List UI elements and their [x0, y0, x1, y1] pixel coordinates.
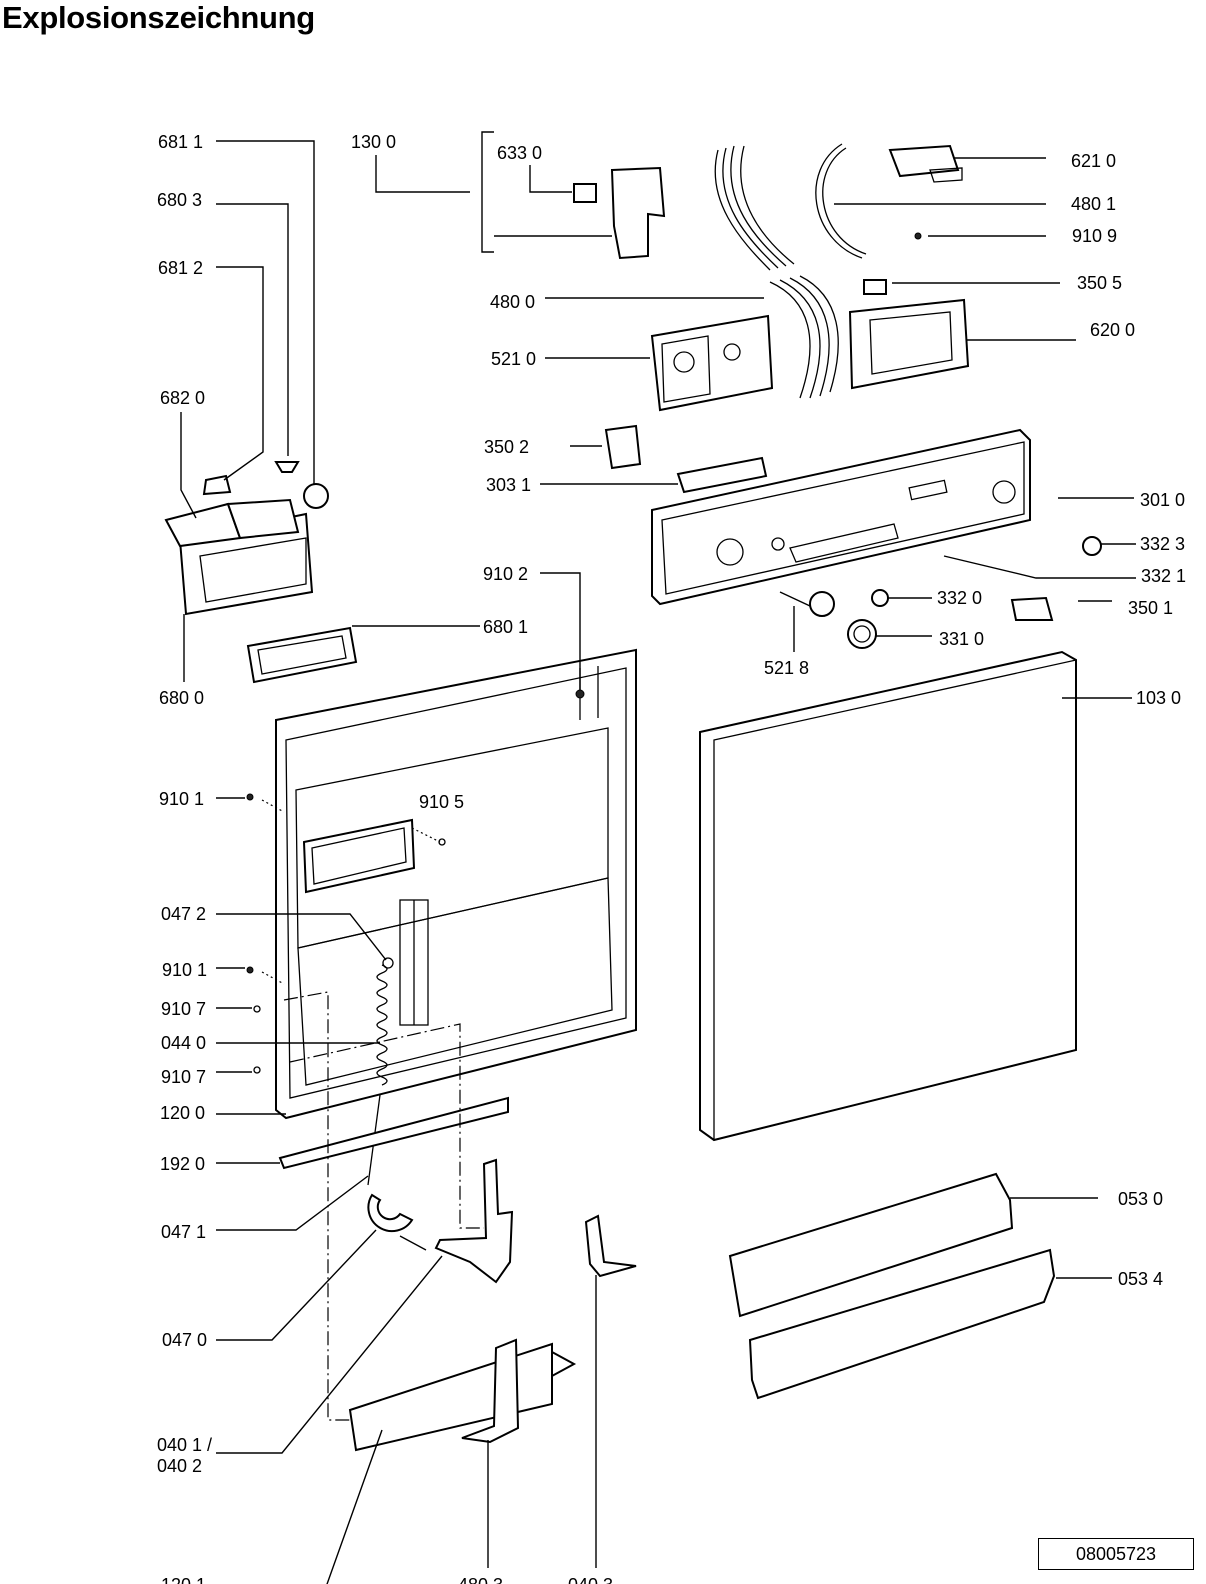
kick-plate [728, 1172, 1056, 1400]
callout-910-2: 910 2 [483, 564, 528, 584]
page-title: Explosionszeichnung [2, 0, 315, 35]
electronic-module [650, 314, 774, 412]
door-lock [573, 166, 666, 260]
control-module [848, 298, 970, 390]
callout-047-1: 047 1 [161, 1222, 206, 1242]
dispenser-opening [302, 818, 416, 894]
document-number: 08005723 [1075, 1543, 1157, 1564]
callout-680-0: 680 0 [159, 688, 204, 708]
callout-621-0: 621 0 [1071, 151, 1116, 171]
hinge-rail [399, 899, 429, 1026]
callout-910-5: 910 5 [419, 792, 464, 812]
callout-480-0: 480 0 [490, 292, 535, 312]
control-knobs [809, 536, 1102, 649]
callout-053-4: 053 4 [1118, 1269, 1163, 1289]
document-number-box: 08005723 [1038, 1538, 1194, 1570]
base-rail [348, 1342, 577, 1452]
callout-633-0: 633 0 [497, 143, 542, 163]
callout-521-8: 521 8 [764, 658, 809, 678]
callout-521-0: 521 0 [491, 349, 536, 369]
relay-module [888, 144, 963, 183]
callout-480-1: 480 1 [1071, 194, 1116, 214]
callout-053-0: 053 0 [1118, 1189, 1163, 1209]
callout-332-3: 332 3 [1140, 534, 1185, 554]
callout-680-1: 680 1 [483, 617, 528, 637]
callout-350-5: 350 5 [1077, 273, 1122, 293]
callout-040-2: 040 2 [157, 1456, 202, 1476]
callout-120-0: 120 0 [160, 1103, 205, 1123]
callout-680-3: 680 3 [157, 190, 202, 210]
dispenser-seal [246, 626, 358, 684]
control-panel-fascia [651, 428, 1031, 606]
detergent-dispenser [164, 461, 329, 616]
callout-350-2: 350 2 [484, 437, 529, 457]
small-parts [604, 232, 922, 494]
callout-130-0: 130 0 [351, 132, 396, 152]
callout-620-0: 620 0 [1090, 320, 1135, 340]
callout-047-0: 047 0 [162, 1330, 207, 1350]
cable-pulley [367, 1193, 427, 1251]
wiring-harness [714, 143, 867, 399]
callout-681-2: 681 2 [158, 258, 203, 278]
callout-332-0: 332 0 [937, 588, 982, 608]
callout-910-9: 910 9 [1072, 226, 1117, 246]
callout-331-0: 331 0 [939, 629, 984, 649]
side-bracket [584, 1214, 637, 1278]
callout-350-1: 350 1 [1128, 598, 1173, 618]
cable-guide [461, 1338, 520, 1444]
callout-192-0: 192 0 [160, 1154, 205, 1174]
callout-labels: 681 1 680 3 681 2 682 0 680 0 680 1 130 … [157, 132, 1186, 1584]
callout-040-1: 040 1 / [157, 1435, 212, 1455]
seal-strip [278, 1096, 509, 1170]
callout-681-1: 681 1 [158, 132, 203, 152]
callout-910-7-lower: 910 7 [161, 1067, 206, 1087]
callout-910-7-upper: 910 7 [161, 999, 206, 1019]
callout-910-1-lower: 910 1 [162, 960, 207, 980]
callout-040-3: 040 3 [568, 1575, 613, 1584]
screws [246, 689, 585, 1074]
callout-682-0: 682 0 [160, 388, 205, 408]
callout-047-2: 047 2 [161, 904, 206, 924]
callout-301-0: 301 0 [1140, 490, 1185, 510]
door-inner-panel [275, 648, 637, 1120]
callout-303-1: 303 1 [486, 475, 531, 495]
callout-332-1: 332 1 [1141, 566, 1186, 586]
callout-044-0: 044 0 [161, 1033, 206, 1053]
callout-120-1: 120 1 [161, 1575, 206, 1584]
callout-910-1-upper: 910 1 [159, 789, 204, 809]
callout-103-0: 103 0 [1136, 688, 1181, 708]
outer-door-panel [699, 650, 1077, 1142]
hinge-bracket [434, 1158, 514, 1284]
callout-480-3: 480 3 [458, 1575, 503, 1584]
leader-lines [180, 131, 1136, 1584]
